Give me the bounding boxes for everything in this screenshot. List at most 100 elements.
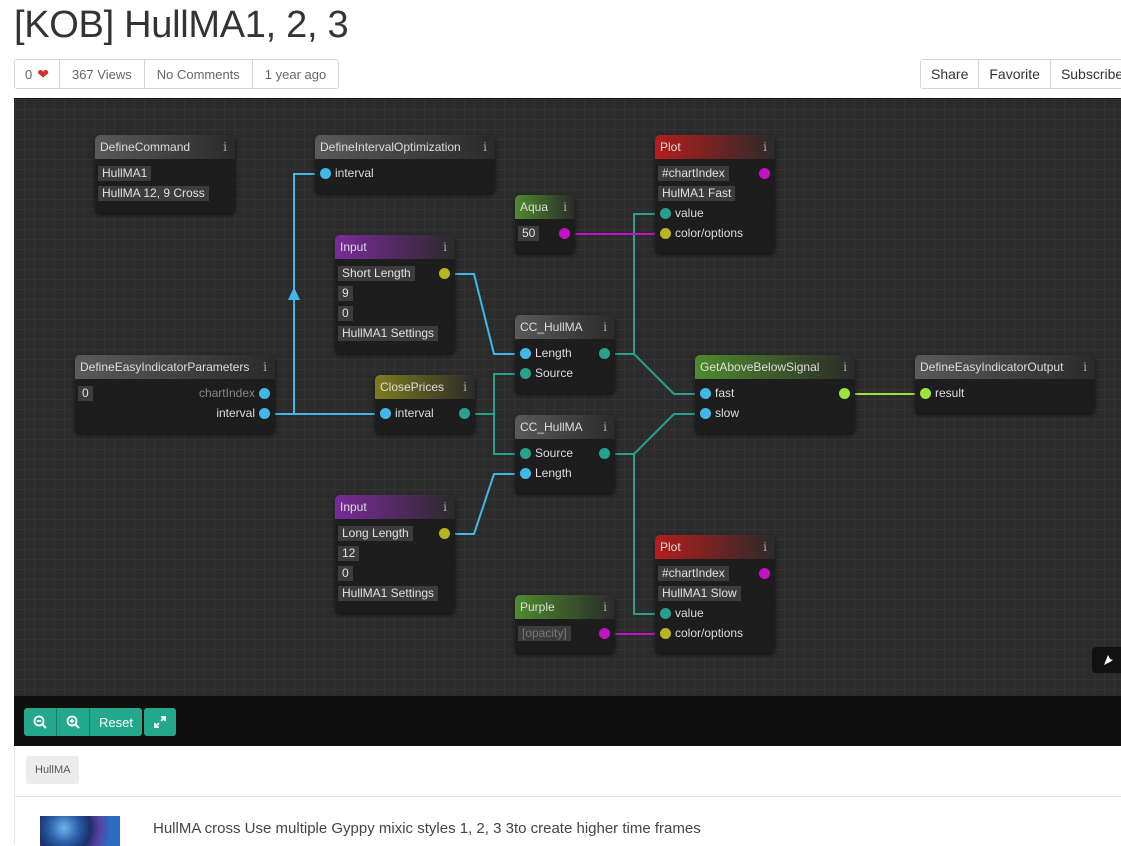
port-label: Length (535, 466, 572, 480)
node-close-prices[interactable]: ClosePrices i interval (375, 375, 475, 433)
chart-index-field[interactable]: #chartIndex (658, 565, 729, 581)
input-port-result[interactable] (920, 388, 931, 399)
output-port[interactable] (599, 628, 610, 639)
output-port[interactable] (459, 408, 470, 419)
subscribe-button[interactable]: Subscribe (1049, 60, 1121, 88)
heart-icon[interactable]: ❤ (37, 65, 49, 82)
page-title: [KOB] HullMA1, 2, 3 (14, 4, 349, 46)
share-button[interactable]: Share (931, 66, 969, 82)
port-label: interval (335, 166, 374, 180)
node-define-easy-indicator-output[interactable]: DefineEasyIndicatorOutput i result (915, 355, 1095, 413)
input-group-field[interactable]: HullMA1 Settings (338, 585, 439, 601)
editor-toolbar: Reset (14, 696, 1121, 746)
info-icon[interactable]: i (443, 240, 447, 254)
input-group-field[interactable]: HullMA1 Settings (338, 325, 439, 341)
output-port[interactable] (559, 228, 570, 239)
output-port-interval[interactable] (259, 408, 270, 419)
input-port-source[interactable] (520, 368, 531, 379)
views-count: 367 Views (58, 60, 144, 88)
port-label: interval (395, 406, 434, 420)
like-counter[interactable]: 0❤ (15, 60, 59, 88)
node-title: Plot (660, 540, 681, 554)
port-label: Source (535, 366, 574, 380)
reset-button[interactable]: Reset (90, 708, 142, 736)
favorite-button[interactable]: Favorite (978, 60, 1050, 88)
input-port-color-options[interactable] (660, 628, 671, 639)
command-name-field[interactable]: HullMA1 (98, 165, 152, 181)
info-icon[interactable]: i (603, 600, 607, 614)
input-port-interval[interactable] (320, 168, 331, 179)
info-icon[interactable]: i (763, 540, 767, 554)
thumbnail-image[interactable] (40, 816, 120, 846)
opacity-field[interactable]: [opacity] (518, 625, 571, 641)
port-label: chartIndex (198, 386, 255, 400)
info-icon[interactable]: i (603, 320, 607, 334)
output-port[interactable] (839, 388, 850, 399)
output-port[interactable] (439, 528, 450, 539)
input-port-color-options[interactable] (660, 228, 671, 239)
info-icon[interactable]: i (223, 140, 227, 154)
port-label: result (935, 386, 965, 400)
tag-hullma[interactable]: HullMA (26, 756, 80, 784)
input-port-value[interactable] (660, 208, 671, 219)
input-port-source[interactable] (520, 448, 531, 459)
plot-name-field[interactable]: HullMA1 Slow (658, 585, 741, 601)
input-port-length[interactable] (520, 468, 531, 479)
input-default-field[interactable]: 9 (338, 285, 353, 301)
info-icon[interactable]: i (763, 140, 767, 154)
chart-index-field[interactable]: #chartIndex (658, 165, 729, 181)
output-port[interactable] (599, 348, 610, 359)
input-min-field[interactable]: 0 (338, 565, 353, 581)
info-icon[interactable]: i (843, 360, 847, 374)
zoom-in-icon[interactable] (57, 708, 90, 736)
expand-icon[interactable] (144, 708, 176, 736)
input-label-field[interactable]: Long Length (338, 525, 413, 541)
info-icon[interactable]: i (603, 420, 607, 434)
output-port[interactable] (599, 448, 610, 459)
output-port[interactable] (759, 168, 770, 179)
action-buttons: Share Favorite Subscribe (920, 59, 1121, 89)
like-count: 0 (25, 66, 33, 82)
output-port[interactable] (439, 268, 450, 279)
input-port-slow[interactable] (700, 408, 711, 419)
comments-count[interactable]: No Comments (143, 60, 252, 88)
command-desc-field[interactable]: HullMA 12, 9 Cross (98, 185, 209, 201)
port-label: value (675, 606, 704, 620)
run-icon[interactable] (1092, 647, 1121, 673)
opacity-field[interactable]: 50 (518, 225, 540, 241)
info-icon[interactable]: i (463, 380, 467, 394)
node-title: ClosePrices (380, 380, 445, 394)
info-icon[interactable]: i (483, 140, 487, 154)
info-icon[interactable]: i (443, 500, 447, 514)
input-port-interval[interactable] (380, 408, 391, 419)
output-port-chartindex[interactable] (259, 388, 270, 399)
zoom-out-icon[interactable] (24, 708, 57, 736)
port-label: value (675, 206, 704, 220)
input-port-length[interactable] (520, 348, 531, 359)
input-port-fast[interactable] (700, 388, 711, 399)
node-title: DefineEasyIndicatorOutput (920, 360, 1064, 374)
output-port[interactable] (759, 568, 770, 579)
input-port-value[interactable] (660, 608, 671, 619)
input-default-field[interactable]: 12 (338, 545, 360, 561)
info-icon[interactable]: i (563, 200, 567, 214)
param-value-field[interactable]: 0 (78, 385, 93, 401)
info-icon[interactable]: i (263, 360, 267, 374)
plot-name-field[interactable]: HulMA1 Fast (658, 185, 736, 201)
info-icon[interactable]: i (1083, 360, 1087, 374)
input-min-field[interactable]: 0 (338, 305, 353, 321)
input-label-field[interactable]: Short Length (338, 265, 415, 281)
